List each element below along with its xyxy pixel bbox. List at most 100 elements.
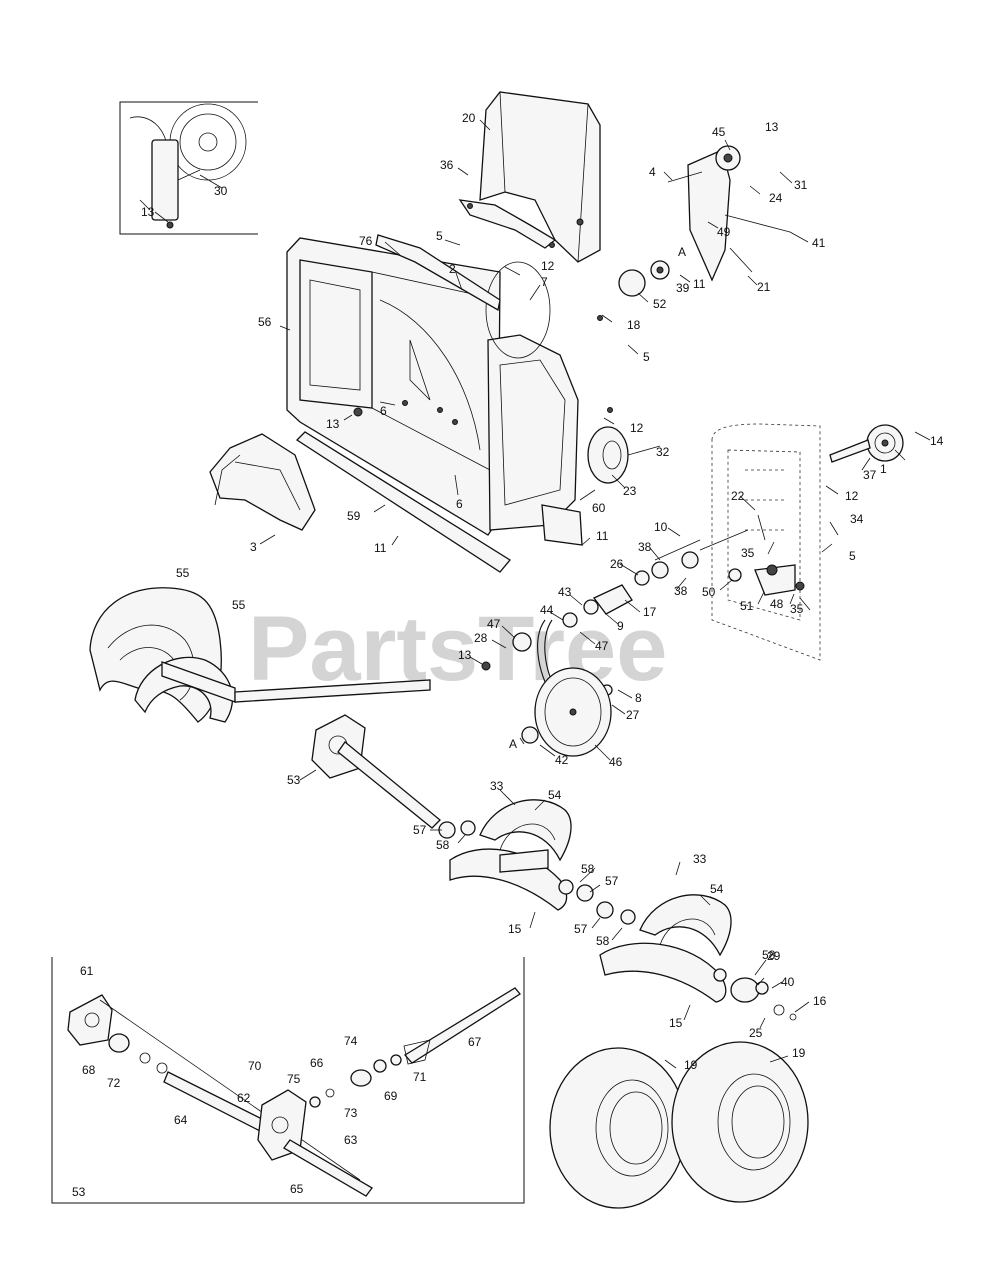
callout-13-b: 13 xyxy=(765,120,779,134)
bracket-part xyxy=(667,145,791,282)
callout-57-b: 57 xyxy=(605,874,619,888)
callout-42: 42 xyxy=(555,753,569,767)
callout-70: 70 xyxy=(248,1059,262,1073)
callout-11-a: 11 xyxy=(374,541,387,555)
callout-19-b: 19 xyxy=(792,1046,806,1060)
callout-13-c: 13 xyxy=(326,417,340,431)
callout-58-a: 58 xyxy=(436,838,450,852)
callout-39: 39 xyxy=(676,281,690,295)
auger-left xyxy=(89,587,236,723)
callout-7: 7 xyxy=(541,275,548,289)
callout-55-a: 55 xyxy=(176,566,190,580)
gear-part xyxy=(829,424,904,463)
right-bracket-parts xyxy=(699,514,805,596)
callout-16: 16 xyxy=(813,994,827,1008)
callout-6-b: 6 xyxy=(456,497,463,511)
callout-54-b: 54 xyxy=(710,882,724,896)
callout-69: 69 xyxy=(384,1089,398,1103)
callout-15-b: 15 xyxy=(669,1016,683,1030)
callout-44: 44 xyxy=(540,603,554,617)
callout-12-a: 12 xyxy=(541,259,555,273)
callout-47-a: 47 xyxy=(487,617,501,631)
pulley-part xyxy=(587,426,661,484)
callout-67: 67 xyxy=(468,1035,482,1049)
callout-62: 62 xyxy=(237,1091,251,1105)
callout-65: 65 xyxy=(290,1182,304,1196)
callout-5-b: 5 xyxy=(643,350,650,364)
bearing-flange xyxy=(618,269,646,297)
callout-35-b: 35 xyxy=(790,602,804,616)
callout-25: 25 xyxy=(749,1026,763,1040)
callout-2: 2 xyxy=(449,262,456,276)
callout-57-c: 57 xyxy=(574,922,588,936)
callout-55-b: 55 xyxy=(232,598,246,612)
skid-shoe xyxy=(209,433,316,531)
callout-11-b: 11 xyxy=(693,277,706,291)
gearbox-assembly xyxy=(234,679,476,839)
callout-38-a: 38 xyxy=(638,540,652,554)
callout-12-b: 12 xyxy=(630,421,644,435)
callout-36: 36 xyxy=(440,158,454,172)
callout-labels: 1 2 3 4 5 5 5 6 6 7 8 9 10 11 11 11 12 1… xyxy=(72,111,944,1199)
callout-33-a: 33 xyxy=(490,779,504,793)
callout-3: 3 xyxy=(250,540,257,554)
callout-75: 75 xyxy=(287,1072,301,1086)
chute-part xyxy=(458,91,601,263)
callout-57-a: 57 xyxy=(413,823,427,837)
callout-54-a: 54 xyxy=(548,788,562,802)
callout-40: 40 xyxy=(781,975,795,989)
callout-47-b: 47 xyxy=(595,639,609,653)
callout-58-c: 58 xyxy=(596,934,610,948)
callout-8: 8 xyxy=(635,691,642,705)
leader-lines xyxy=(154,119,931,1069)
callout-31: 31 xyxy=(794,178,808,192)
callout-71: 71 xyxy=(413,1070,427,1084)
callout-19-a: 19 xyxy=(684,1058,698,1072)
drive-shaft-parts xyxy=(481,539,701,696)
callout-66: 66 xyxy=(310,1056,324,1070)
callout-23: 23 xyxy=(623,484,637,498)
callout-60: 60 xyxy=(592,501,606,515)
callout-A-1: A xyxy=(678,245,686,259)
inset-label-53: 53 xyxy=(72,1185,86,1199)
callout-13-a: 13 xyxy=(141,205,155,219)
callout-38-b: 38 xyxy=(674,584,688,598)
callout-22: 22 xyxy=(731,489,745,503)
frame-ghost xyxy=(711,423,821,661)
belt-pulley xyxy=(521,619,612,757)
callout-34: 34 xyxy=(850,512,864,526)
skid-plate xyxy=(541,504,583,546)
callout-13-d: 13 xyxy=(458,648,472,662)
callout-27: 27 xyxy=(626,708,640,722)
callout-20: 20 xyxy=(462,111,476,125)
callout-58-b: 58 xyxy=(581,862,595,876)
callout-11-c: 11 xyxy=(596,529,609,543)
callout-74: 74 xyxy=(344,1034,358,1048)
callout-29: 29 xyxy=(767,949,781,963)
callout-12-c: 12 xyxy=(845,489,859,503)
callout-32: 32 xyxy=(656,445,670,459)
callout-35-a: 35 xyxy=(741,546,755,560)
callout-56: 56 xyxy=(258,315,272,329)
scraper-bar xyxy=(295,431,511,573)
callout-5-c: 5 xyxy=(849,549,856,563)
callout-18: 18 xyxy=(627,318,641,332)
callout-68: 68 xyxy=(82,1063,96,1077)
callout-37: 37 xyxy=(863,468,877,482)
callout-28: 28 xyxy=(474,631,488,645)
callout-51: 51 xyxy=(740,599,754,613)
callout-41: 41 xyxy=(812,236,826,250)
callout-24: 24 xyxy=(769,191,783,205)
callout-61: 61 xyxy=(80,964,94,978)
callout-1: 1 xyxy=(880,462,887,476)
callout-A-2: A xyxy=(509,737,517,751)
callout-53: 53 xyxy=(287,773,301,787)
callout-49: 49 xyxy=(717,225,731,239)
callout-50: 50 xyxy=(702,585,716,599)
callout-46: 46 xyxy=(609,755,623,769)
callout-45: 45 xyxy=(712,125,726,139)
callout-52: 52 xyxy=(653,297,667,311)
callout-76: 76 xyxy=(359,234,373,248)
callout-73: 73 xyxy=(344,1106,358,1120)
